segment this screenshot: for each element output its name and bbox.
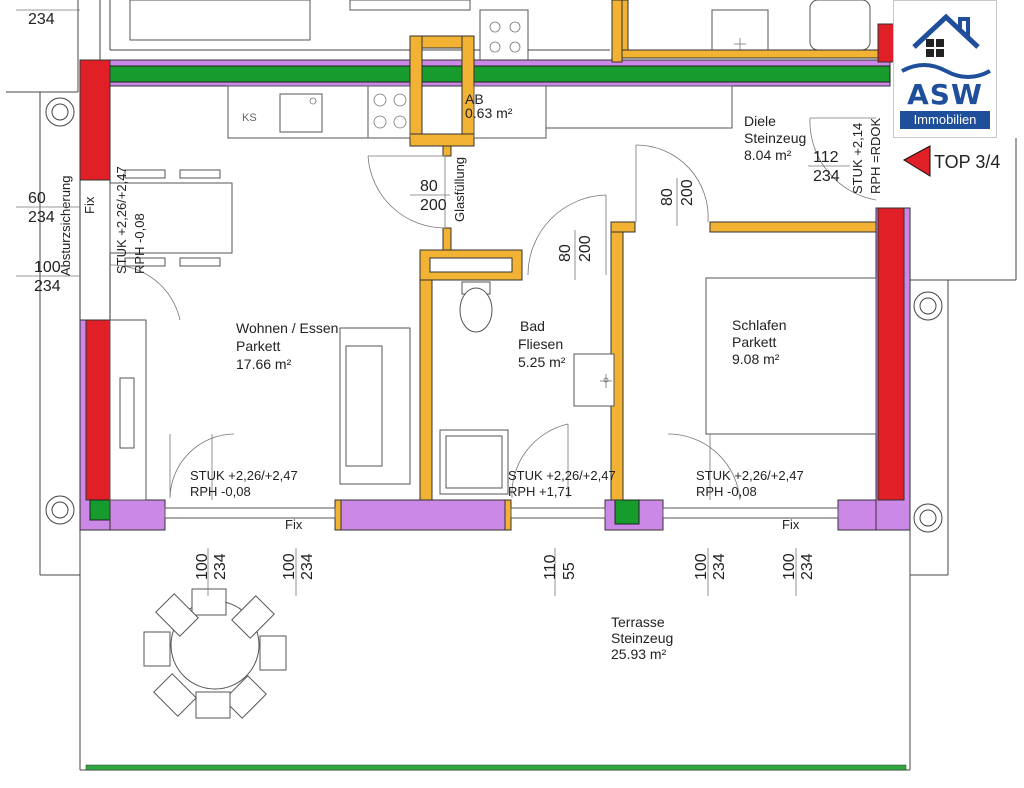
dim-south-2-h: 234 bbox=[299, 553, 316, 580]
height-west-rph: RPH -0,08 bbox=[132, 213, 147, 274]
room-bad-name: Bad bbox=[520, 318, 545, 334]
room-terrasse-area: 25.93 m² bbox=[611, 646, 667, 662]
logo-subtitle: Immobilien bbox=[900, 111, 990, 129]
terrace-table bbox=[143, 588, 287, 719]
dim-door-schlafen-h: 200 bbox=[679, 179, 696, 206]
height-wohnen-rph: RPH -0,08 bbox=[190, 484, 251, 499]
dim-door-entry: 112 bbox=[813, 149, 839, 166]
height-schlafen-stuk: STUK +2,26/+2,47 bbox=[696, 468, 804, 483]
room-bad-area: 5.25 m² bbox=[518, 354, 566, 370]
room-terrasse-name: Terrasse bbox=[611, 614, 665, 630]
dim-door-bad-h: 200 bbox=[577, 235, 594, 262]
room-ab-area: 0.63 m² bbox=[465, 105, 513, 121]
label-absturzsicherung: Absturzsicherung bbox=[58, 176, 73, 276]
room-schlafen-area: 9.08 m² bbox=[732, 351, 780, 367]
room-schlafen-name: Schlafen bbox=[732, 317, 786, 333]
dim-100-h: 234 bbox=[34, 278, 61, 295]
room-wohnen-area: 17.66 m² bbox=[236, 356, 292, 372]
dim-south-3: 110 bbox=[542, 554, 559, 580]
dim-south-3-h: 55 bbox=[561, 562, 578, 580]
room-diele-floor: Steinzeug bbox=[744, 130, 806, 146]
dim-60: 60 bbox=[28, 190, 46, 207]
height-entry-stuk: STUK +2,14 bbox=[850, 123, 865, 194]
room-schlafen-floor: Parkett bbox=[732, 334, 776, 350]
logo-name: ASW bbox=[907, 78, 983, 111]
bed bbox=[705, 277, 877, 435]
dim-door-entry-h: 234 bbox=[813, 168, 840, 185]
columns bbox=[45, 97, 943, 533]
dim-door-wohnen: 80 bbox=[420, 178, 438, 195]
room-diele-area: 8.04 m² bbox=[744, 147, 792, 163]
dining-table bbox=[109, 169, 233, 267]
label-ks: KS bbox=[242, 112, 257, 124]
dim-south-1-h: 234 bbox=[212, 553, 229, 580]
height-wohnen-stuk: STUK +2,26/+2,47 bbox=[190, 468, 298, 483]
dim-south-1: 100 bbox=[194, 553, 211, 580]
dim-south-2: 100 bbox=[281, 553, 298, 580]
dim-south-5: 100 bbox=[781, 553, 798, 580]
room-wohnen-name: Wohnen / Essen bbox=[236, 320, 338, 336]
doors bbox=[109, 117, 877, 501]
dim-south-4: 100 bbox=[693, 553, 710, 580]
dim-door-wohnen-h: 200 bbox=[420, 197, 447, 214]
unit-arrow-icon bbox=[902, 145, 931, 177]
dim-door-schlafen: 80 bbox=[659, 188, 676, 206]
label-fix-schlafen: Fix bbox=[782, 517, 800, 532]
room-diele-name: Diele bbox=[744, 113, 776, 129]
dim-60-h: 234 bbox=[28, 209, 55, 226]
label-fix-wohnen: Fix bbox=[285, 517, 303, 532]
company-logo: ASW Immobilien bbox=[893, 0, 997, 138]
label-fix-left: Fix bbox=[82, 196, 97, 214]
house-logo-icon bbox=[901, 13, 991, 79]
height-entry-rph: RPH =RDOK bbox=[868, 117, 883, 194]
label-glasfuellung: Glasfüllung bbox=[452, 157, 467, 222]
unit-label: TOP 3/4 bbox=[934, 152, 1000, 172]
sideboard bbox=[109, 319, 147, 501]
dim-top-left: 234 bbox=[28, 11, 55, 28]
dim-100: 100 bbox=[34, 259, 61, 276]
height-bad-stuk: STUK +2,26/+2,47 bbox=[508, 468, 616, 483]
kitchen-counter bbox=[227, 85, 733, 139]
bathroom-fixtures bbox=[439, 281, 615, 495]
terrace-edge bbox=[85, 764, 907, 771]
dim-south-4-h: 234 bbox=[711, 553, 728, 580]
room-wohnen-floor: Parkett bbox=[236, 338, 280, 354]
room-bad-floor: Fliesen bbox=[518, 336, 563, 352]
dim-south-5-h: 234 bbox=[799, 553, 816, 580]
sofa bbox=[339, 327, 411, 485]
dim-door-bad: 80 bbox=[557, 244, 574, 262]
south-dimensions bbox=[207, 548, 797, 596]
height-bad-rph: RPH +1,71 bbox=[508, 484, 572, 499]
room-ab-name: AB bbox=[465, 91, 484, 107]
height-west-stuk: STUK +2,26/+2,47 bbox=[114, 166, 129, 274]
height-schlafen-rph: RPH -0,08 bbox=[696, 484, 757, 499]
room-terrasse-floor: Steinzeug bbox=[611, 630, 673, 646]
